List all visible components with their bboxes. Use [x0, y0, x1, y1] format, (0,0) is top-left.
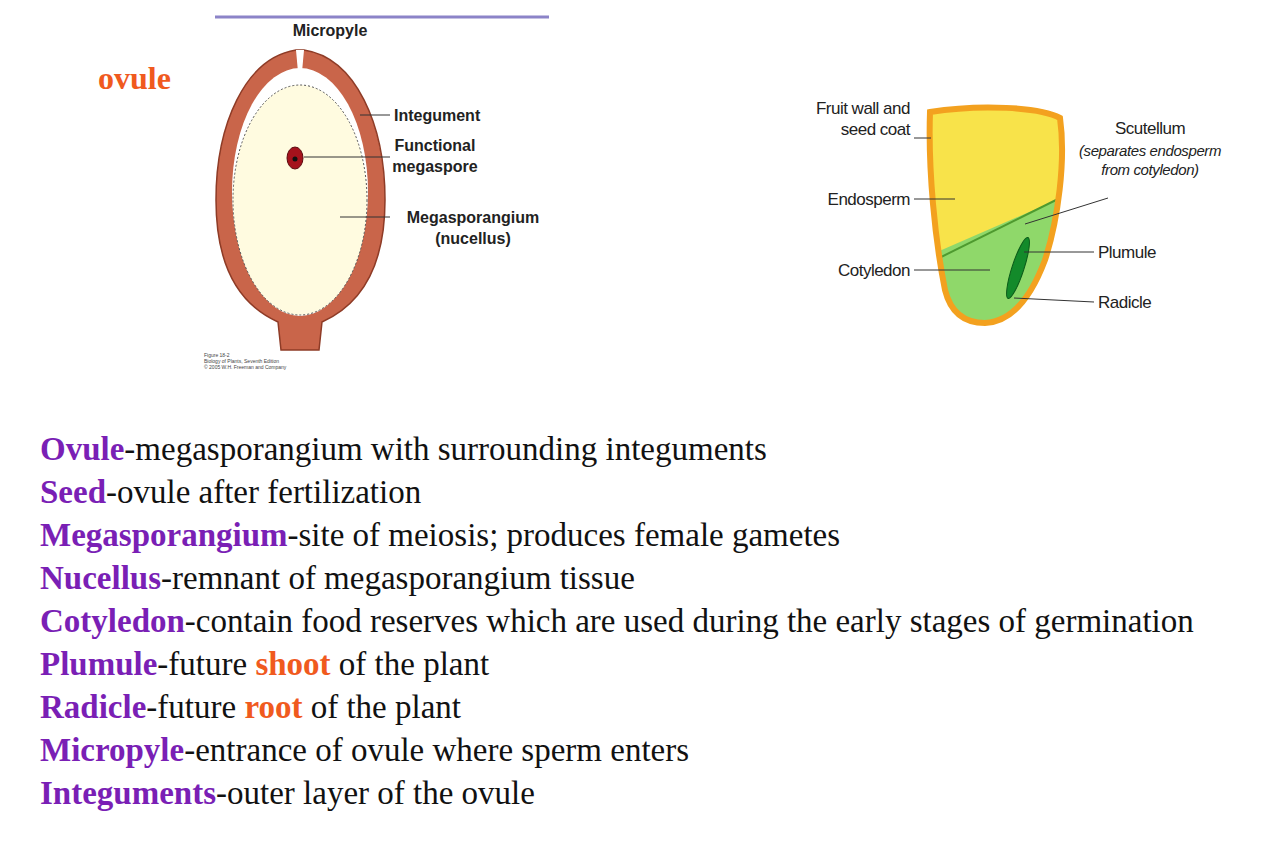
- part-label: Megasporangium (nucellus): [388, 207, 558, 249]
- definition-row: Cotyledon-contain food reserves which ar…: [40, 600, 1250, 643]
- leader-lines: [304, 115, 390, 217]
- term: Radicle: [40, 689, 146, 725]
- leader-lines: [914, 138, 1108, 302]
- figure-title: ovule: [98, 60, 171, 97]
- term: Plumule: [40, 646, 157, 682]
- top-rule: [215, 16, 549, 19]
- part-label: Micropyle: [275, 20, 385, 41]
- term: Cotyledon: [40, 603, 185, 639]
- highlight-word: shoot: [255, 646, 330, 682]
- definition-row: Megasporangium-site of meiosis; produces…: [40, 514, 1250, 557]
- definition-text: of the plant: [311, 689, 461, 725]
- part-label: Functional megaspore: [380, 135, 490, 177]
- part-label: Fruit wall and seed coat: [790, 98, 910, 140]
- definition-row: Radicle-futurerootof the plant: [40, 686, 1250, 729]
- definition-text: -future: [146, 689, 236, 725]
- part-label: Cotyledon: [780, 260, 910, 281]
- highlight-word: root: [244, 689, 302, 725]
- definition-text: -outer layer of the ovule: [216, 775, 535, 811]
- part-label: Plumule: [1098, 242, 1156, 263]
- part-label: Integument: [394, 105, 480, 126]
- definition-text: -megasporangium with surrounding integum…: [124, 431, 767, 467]
- definition-text: -remnant of megasporangium tissue: [161, 560, 635, 596]
- definition-text: -contain food reserves which are used du…: [185, 603, 1194, 639]
- part-label: Endosperm: [780, 189, 910, 210]
- definition-row: Plumule-futureshootof the plant: [40, 643, 1250, 686]
- part-label: Radicle: [1098, 292, 1151, 313]
- term: Integuments: [40, 775, 216, 811]
- definition-row: Seed-ovule after fertilization: [40, 471, 1250, 514]
- definition-text: -ovule after fertilization: [106, 474, 421, 510]
- ovule-figure: [216, 50, 385, 350]
- definition-text: -future: [157, 646, 247, 682]
- term: Micropyle: [40, 732, 184, 768]
- term: Megasporangium: [40, 517, 288, 553]
- definition-row: Ovule-megasporangium with surrounding in…: [40, 428, 1250, 471]
- definition-row: Nucellus-remnant of megasporangium tissu…: [40, 557, 1250, 600]
- term: Nucellus: [40, 560, 161, 596]
- definition-row: Micropyle-entrance of ovule where sperm …: [40, 729, 1250, 772]
- seed-figure: [900, 107, 1080, 340]
- part-label: Scutellum: [1075, 118, 1225, 139]
- figure-credit: © 2005 W.H. Freeman and Company: [204, 364, 286, 370]
- term: Seed: [40, 474, 106, 510]
- figure-credit: Biology of Plants, Seventh Edition: [204, 358, 279, 364]
- definition-list: Ovule-megasporangium with surrounding in…: [40, 428, 1250, 815]
- term: Ovule: [40, 431, 124, 467]
- definition-text: of the plant: [339, 646, 489, 682]
- definition-text: -entrance of ovule where sperm enters: [184, 732, 689, 768]
- definition-text: -site of meiosis; produces female gamete…: [288, 517, 841, 553]
- part-note: (separates endosperm from cotyledon): [1075, 141, 1225, 179]
- figure-credit: Figure 18-2: [204, 352, 230, 358]
- definition-row: Integuments-outer layer of the ovule: [40, 772, 1250, 815]
